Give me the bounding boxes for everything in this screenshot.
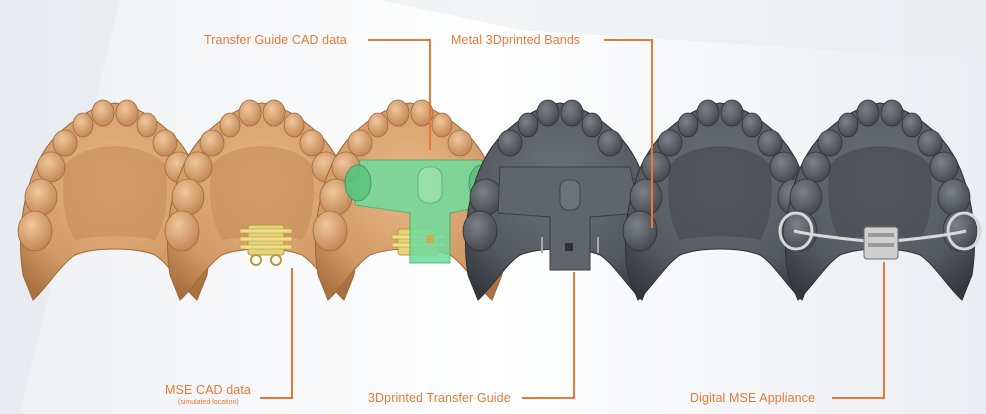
mse-cad-note: (simulated location) xyxy=(178,399,239,407)
mse-cad-label: MSE CAD data xyxy=(165,383,251,397)
printed-transfer-guide-label: 3Dprinted Transfer Guide xyxy=(368,391,511,405)
transfer-guide-cad-label: Transfer Guide CAD data xyxy=(204,33,347,47)
metal-bands-label: Metal 3Dprinted Bands xyxy=(451,33,580,47)
digital-mse-label: Digital MSE Appliance xyxy=(690,391,815,405)
